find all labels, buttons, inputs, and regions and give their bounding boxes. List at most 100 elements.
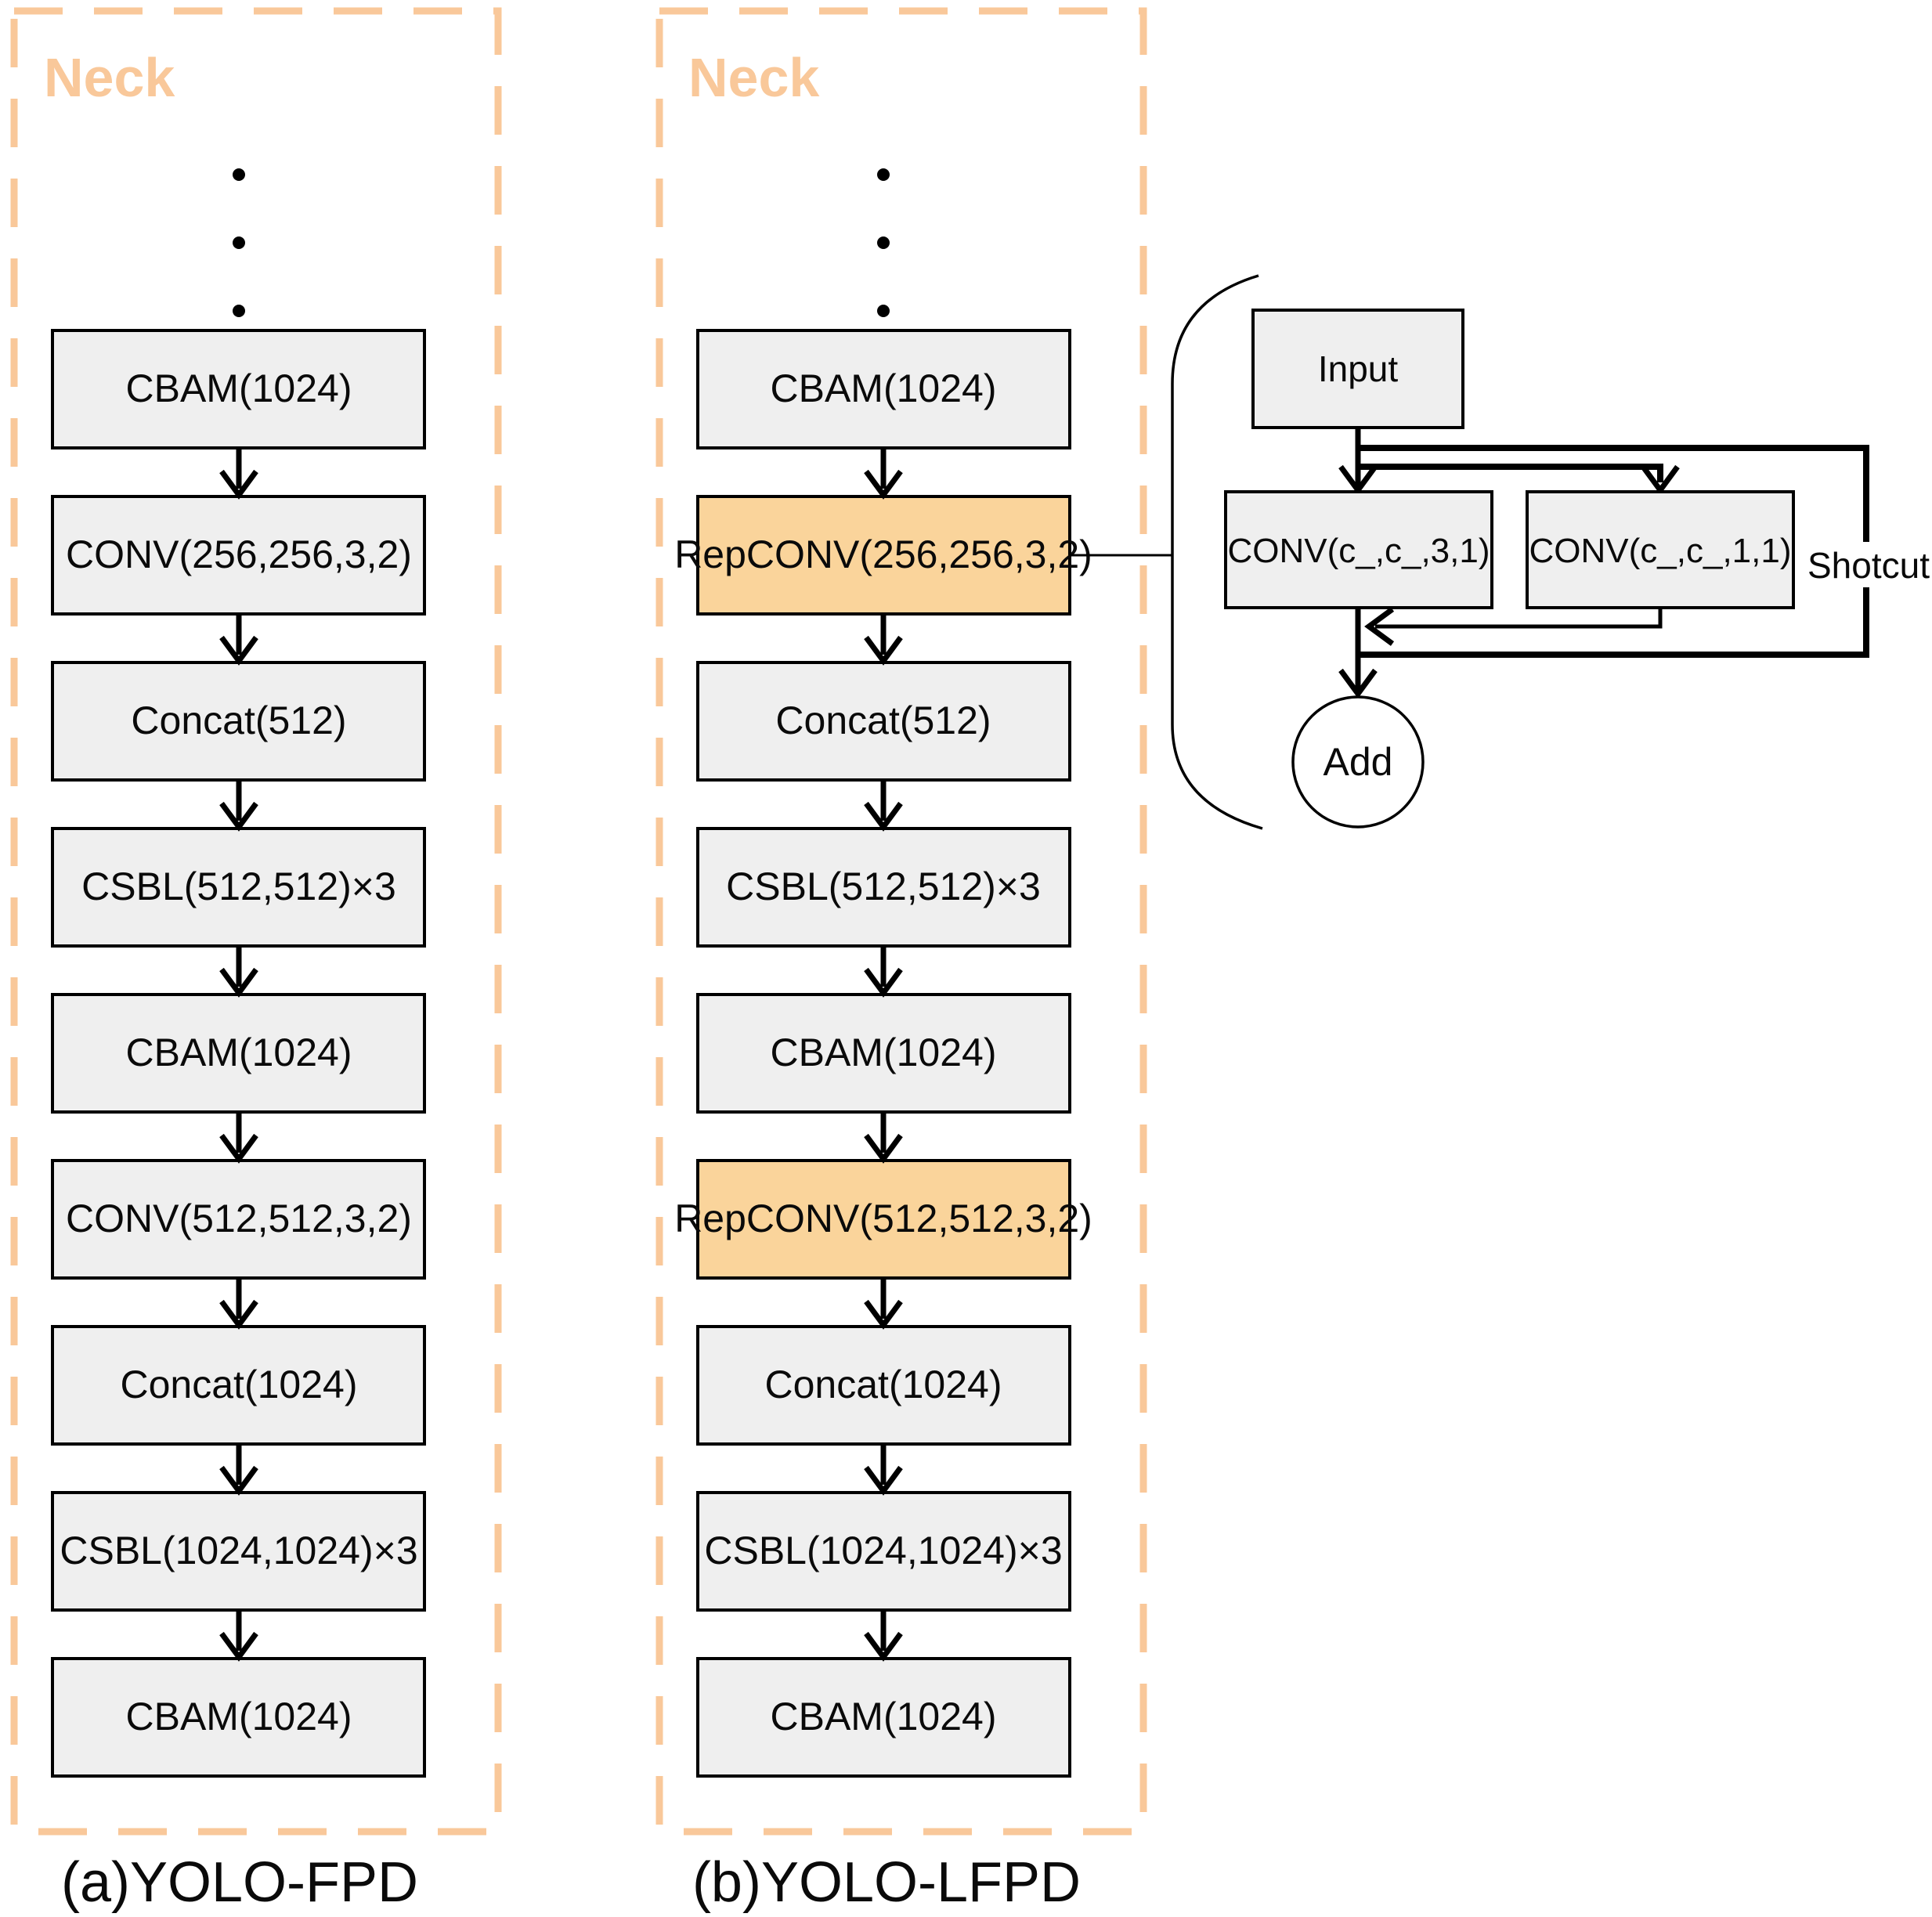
ellipsis-dot [877,305,890,317]
ellipsis-dot [877,236,890,249]
flow-box-rect [51,495,426,616]
detail-box-label: CONV(c_,c_,1,1) [1529,532,1792,570]
panel-a-neck-region-border [10,7,502,1836]
arrow-head-icon [864,1465,903,1496]
flow-box-rect [696,661,1071,782]
flow-box-rect [696,1325,1071,1446]
flow-box-a-4: CBAM(1024) [51,993,426,1114]
flow-box-b-7: CSBL(1024,1024)×3 [696,1491,1071,1612]
arrow-head-icon [864,1299,903,1330]
arrow-head-icon [864,469,903,500]
arrow-head-icon [219,1133,258,1164]
arrow-head-icon [864,1631,903,1662]
panel-b-flow-boxes: CBAM(1024) RepCONV(256,256,3,2) Concat(5… [674,329,1092,1778]
flow-box-label: Concat(1024) [121,1363,358,1406]
flow-box-label: Concat(512) [775,699,991,742]
panel-b-neck-label: Neck [688,47,819,108]
flow-box-a-6: Concat(1024) [51,1325,426,1446]
flow-box-b-0: CBAM(1024) [696,329,1071,449]
flow-box-b-2: Concat(512) [696,661,1071,782]
flow-box-a-8: CBAM(1024) [51,1657,426,1778]
flow-box-label: CSBL(1024,1024)×3 [60,1529,417,1572]
flow-box-rect [51,1657,426,1778]
flow-box-rect [696,993,1071,1114]
flow-box-label: Concat(512) [131,699,346,742]
ellipsis-dot [233,305,245,317]
flow-box-label: CBAM(1024) [771,1031,997,1074]
panel-b-vertical-ellipsis-icon [877,168,890,317]
flow-box-b-6: Concat(1024) [696,1325,1071,1446]
flow-box-label: RepCONV(256,256,3,2) [674,532,1092,576]
flow-box-b-1-repconv-highlight: RepCONV(256,256,3,2) [674,495,1092,616]
flow-box-rect [51,827,426,948]
arrow-head-icon [864,967,903,998]
panel-a-neck-label: Neck [44,47,175,108]
detail-box-label: CONV(c_,c_,3,1) [1228,532,1490,570]
conv1x1-output-line [1375,608,1663,629]
flow-box-rect [696,1491,1071,1612]
flow-box-label: RepCONV(512,512,3,2) [674,1197,1092,1240]
shortcut-label: Shotcut [1807,545,1930,586]
detail-box-rect [1251,309,1464,429]
flow-box-rect [51,1325,426,1446]
flow-box-b-8: CBAM(1024) [696,1657,1071,1778]
arrow-head-left-icon [1364,607,1395,646]
flow-box-a-5: CONV(512,512,3,2) [51,1159,426,1280]
flow-box-label: CBAM(1024) [771,366,997,410]
flow-box-b-3: CSBL(512,512)×3 [696,827,1071,948]
flow-box-label: CSBL(512,512)×3 [726,865,1041,908]
flow-box-rect [51,1159,426,1280]
flow-box-rect [51,1491,426,1612]
detail-input-box: Input [1251,309,1464,429]
arrow-head-icon [864,801,903,832]
arrow-head-icon [219,1465,258,1496]
panel-a-vertical-ellipsis-icon [233,168,245,317]
detail-brace-icon [1171,274,1263,830]
flow-box-b-5-repconv-highlight: RepCONV(512,512,3,2) [674,1159,1092,1280]
arrow-head-icon [219,967,258,998]
panel-b: Neck CBAM(1024) RepCONV(256,256,3,2) Con… [655,7,1147,1914]
flow-box-b-4: CBAM(1024) [696,993,1071,1114]
panel-b-caption: (b)YOLO-LFPD [692,1851,1081,1914]
panel-b-neck-region-border [655,7,1147,1836]
repconv-detail: Input CONV(c_,c_,3,1) CONV(c_,c_,1,1) Sh… [1070,274,1932,830]
flow-box-rect [696,827,1071,948]
flow-box-label: CBAM(1024) [126,1031,352,1074]
arrow-head-icon [864,1133,903,1164]
arrow-head-icon [219,801,258,832]
shortcut-label-bg [1806,542,1932,587]
detail-conv1x1-box: CONV(c_,c_,1,1) [1526,490,1795,609]
flow-box-rect [696,329,1071,449]
conv1x1-feed-line [1358,464,1663,482]
panel-a: Neck CBAM(1024) CONV(256,256,3,2) Concat… [10,7,502,1914]
ellipsis-dot [233,236,245,249]
flow-box-label: CBAM(1024) [126,366,352,410]
flow-box-rect [51,993,426,1114]
detail-box-label: Input [1318,348,1399,389]
panel-a-flow-arrows [219,448,258,1662]
detail-box-rect [1526,490,1795,609]
ellipsis-dot [233,168,245,181]
detail-add-node: Add [1291,695,1425,829]
arrow-head-icon [219,1631,258,1662]
ellipsis-dot [877,168,890,181]
arrow-head-icon [864,635,903,666]
detail-conv3x3-box: CONV(c_,c_,3,1) [1224,490,1493,609]
panel-a-caption: (a)YOLO-FPD [61,1851,418,1914]
arrow-head-icon [1338,668,1378,699]
flow-box-label: CBAM(1024) [126,1695,352,1738]
add-circle [1291,695,1425,829]
flow-box-a-1: CONV(256,256,3,2) [51,495,426,616]
shortcut-label-group: Shotcut [1806,542,1932,587]
arrow-head-icon [219,469,258,500]
add-label: Add [1324,740,1393,784]
flow-box-label: CBAM(1024) [771,1695,997,1738]
flow-box-rect [696,1159,1071,1280]
panel-a-flow-boxes: CBAM(1024) CONV(256,256,3,2) Concat(512)… [51,329,426,1778]
flow-box-label: Concat(1024) [765,1363,1002,1406]
flow-box-rect [696,1657,1071,1778]
panel-b-flow-arrows [864,448,903,1662]
flow-box-a-0: CBAM(1024) [51,329,426,449]
flow-box-label: CONV(512,512,3,2) [66,1197,412,1240]
